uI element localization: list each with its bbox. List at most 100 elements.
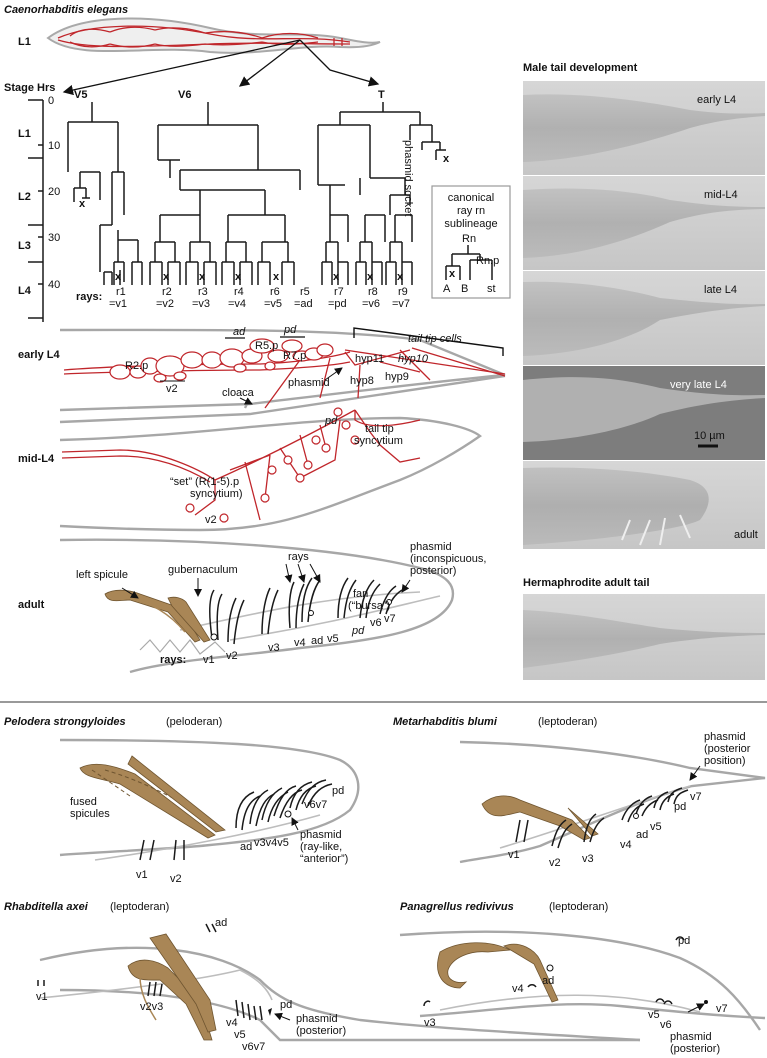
pelodera-ad: ad xyxy=(240,841,252,853)
x-mark: x xyxy=(367,271,374,283)
metarhabditis-v3: v3 xyxy=(582,853,594,865)
photo-label-late-l4: late L4 xyxy=(704,284,737,296)
metarhabditis-v5: v5 xyxy=(650,821,662,833)
fan-line2: (“bursa”) xyxy=(348,600,390,612)
adult-v1: v1 xyxy=(203,654,215,666)
rhabditella-ad: ad xyxy=(215,917,227,929)
lineage-label-v5: V5 xyxy=(74,89,87,101)
rhabditella-drawing xyxy=(37,923,641,1042)
metarhabditis-v7: v7 xyxy=(690,791,702,803)
x-mark: x xyxy=(333,271,340,283)
adult-ray-names: v1 v2 v3 v4 ad v5 pd v6 v7 xyxy=(203,613,396,666)
ray-v7: =v7 xyxy=(392,298,410,310)
metarhabditis-ad: ad xyxy=(636,829,648,841)
metarhabditis-drawing xyxy=(459,740,766,864)
early-l4-r2p: R2.p xyxy=(125,360,148,372)
ray-ad: =ad xyxy=(294,298,313,310)
photo-hermaphrodite xyxy=(523,594,765,680)
rhabditella-phasmid-line2: (posterior) xyxy=(296,1025,346,1037)
adult-rays-label: rays xyxy=(288,551,309,563)
adult-ad: ad xyxy=(311,635,323,647)
ray-v6: =v6 xyxy=(362,298,380,310)
adult-v3: v3 xyxy=(268,642,280,654)
hour-0: 0 xyxy=(48,95,54,107)
metarhabditis-pd: pd xyxy=(674,801,686,813)
photo-label-mid-l4: mid-L4 xyxy=(704,189,738,201)
x-mark: x xyxy=(397,271,404,283)
phasmid-arrow-early xyxy=(324,367,343,381)
canonical-line3: sublineage xyxy=(444,218,497,230)
fan-line1: fan xyxy=(353,588,368,600)
ray-r2: r2 xyxy=(162,286,172,298)
early-l4-cloaca: cloaca xyxy=(222,387,255,399)
pelodera-v6v7: v6v7 xyxy=(304,799,327,811)
pelodera-v2: v2 xyxy=(170,873,182,885)
x-mark: x xyxy=(235,271,242,283)
stage-l3: L3 xyxy=(18,240,31,252)
adult-rays-row-label: rays: xyxy=(160,654,186,666)
set-syncytium-line2: syncytium) xyxy=(190,488,243,500)
adult-v5: v5 xyxy=(327,633,339,645)
mid-l4-pd: pd xyxy=(324,415,338,427)
mid-l4-drawing xyxy=(59,407,483,532)
species-title-celegans: Caenorhabditis elegans xyxy=(4,4,128,16)
early-l4-v2: v2 xyxy=(166,383,178,395)
early-l4-r5p: R5.p xyxy=(255,340,278,352)
early-l4-drawing xyxy=(59,327,506,424)
hyp10: hyp10 xyxy=(398,353,429,365)
ray-r4: r4 xyxy=(234,286,244,298)
early-l4-r7p: R7.p xyxy=(283,350,306,362)
adult-phasmid-line3: posterior) xyxy=(410,565,456,577)
panagrellus-v5: v5 xyxy=(648,1009,660,1021)
early-l4-ad: ad xyxy=(233,326,246,338)
metarhabditis-phasmid-line1: phasmid xyxy=(704,731,746,743)
photo-label-adult: adult xyxy=(734,529,758,541)
stage-hrs-label: Stage Hrs xyxy=(4,82,55,94)
x-mark: x xyxy=(79,198,86,210)
scale-bar-label: 10 µm xyxy=(694,430,725,442)
adult-v6: v6 xyxy=(370,617,382,629)
panagrellus-phasmid-line1: phasmid xyxy=(670,1031,712,1043)
ray-r9: r9 xyxy=(398,286,408,298)
panagrellus-v7: v7 xyxy=(716,1003,728,1015)
ray-lineage-labels: r1 =v1 r2 =v2 r3 =v3 r4 =v4 r6 =v5 r5 =a… xyxy=(109,286,410,310)
hour-10: 10 xyxy=(48,140,60,152)
early-l4-phasmid: phasmid xyxy=(288,377,330,389)
early-l4-label: early L4 xyxy=(18,349,60,361)
ray-v3: =v3 xyxy=(192,298,210,310)
rhabditella-v6v7: v6v7 xyxy=(242,1041,265,1053)
metarhabditis-v2: v2 xyxy=(549,857,561,869)
rhabditella-v5: v5 xyxy=(234,1029,246,1041)
adult-v4: v4 xyxy=(294,637,306,649)
pelodera-pd: pd xyxy=(332,785,344,797)
rhabditella-phasmid-line1: phasmid xyxy=(296,1013,338,1025)
time-axis xyxy=(28,99,44,322)
panagrellus-pd: pd xyxy=(678,935,690,947)
hyp8: hyp8 xyxy=(350,375,374,387)
ray-r1: r1 xyxy=(116,286,126,298)
adult-phasmid-line2: (inconspicuous, xyxy=(410,553,486,565)
tail-tip-line2: syncytium xyxy=(354,435,403,447)
ray-r8: r8 xyxy=(368,286,378,298)
metarhabditis-phasmid-line2: (posterior xyxy=(704,743,751,755)
rays-label-top: rays: xyxy=(76,291,102,303)
canonical-line2: ray rn xyxy=(457,205,485,217)
lineage-label-t: T xyxy=(378,89,385,101)
metarhabditis-species: Metarhabditis blumi xyxy=(393,716,498,728)
photo-panels xyxy=(523,81,765,549)
ray-pd: =pd xyxy=(328,298,347,310)
phasmid-socket-label: phasmid socket xyxy=(402,140,414,216)
adult-pd: pd xyxy=(351,625,365,637)
gubernaculum-label: gubernaculum xyxy=(168,564,238,576)
canonical-st: st xyxy=(487,283,496,295)
tail-tip-line1: tail tip xyxy=(365,423,394,435)
canonical-rnp: Rn.p xyxy=(476,255,499,267)
pelodera-v1: v1 xyxy=(136,869,148,881)
hour-30: 30 xyxy=(48,232,60,244)
hyp9: hyp9 xyxy=(385,371,409,383)
x-mark: x xyxy=(273,271,280,283)
mid-l4-v2: v2 xyxy=(205,514,217,526)
metarhabditis-v4: v4 xyxy=(620,839,632,851)
pelodera-phasmid-line3: “anterior”) xyxy=(300,853,348,865)
ray-r5: r5 xyxy=(300,286,310,298)
